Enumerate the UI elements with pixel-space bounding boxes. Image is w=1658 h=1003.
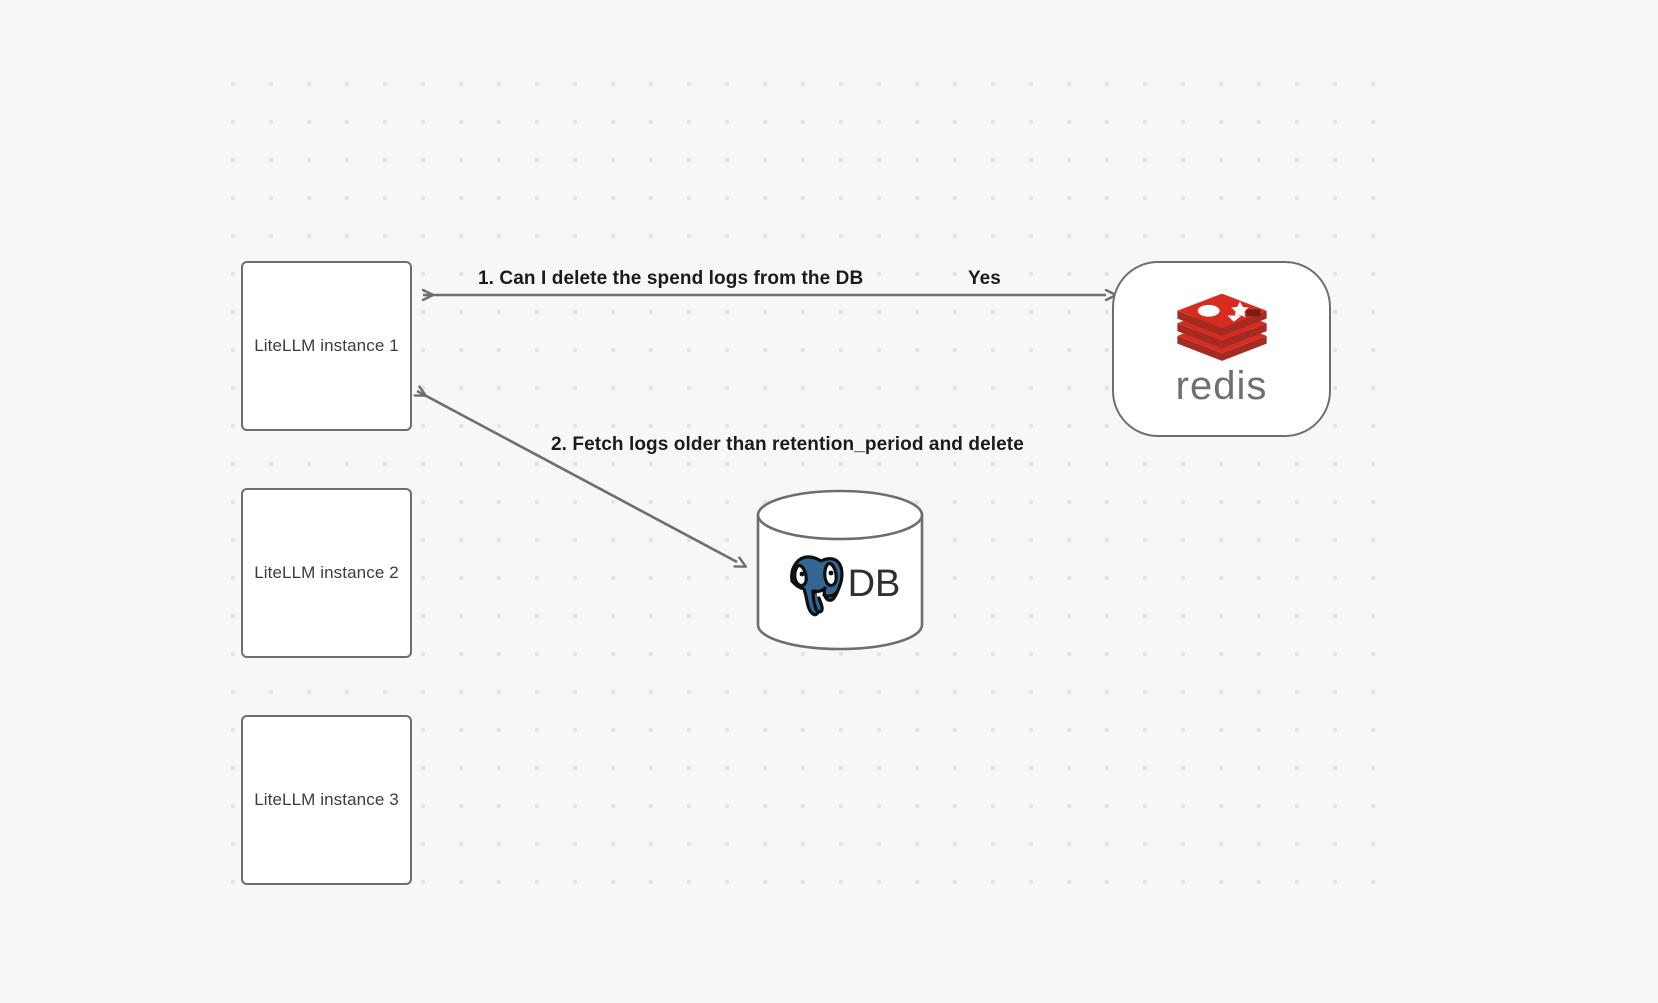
edge-label-yes: Yes	[968, 268, 1001, 291]
redis-logo-icon	[1176, 293, 1267, 361]
node-label: LiteLLM instance 3	[254, 790, 399, 809]
node-litellm-instance-1[interactable]: LiteLLM instance 1	[241, 261, 412, 431]
db-label: DB	[847, 563, 901, 605]
redis-wordmark: redis	[1175, 364, 1268, 408]
edge-instance1-database	[417, 391, 737, 562]
node-label: LiteLLM instance 2	[254, 563, 399, 582]
node-redis[interactable]: redis	[1112, 261, 1331, 437]
node-litellm-instance-2[interactable]: LiteLLM instance 2	[241, 488, 412, 658]
postgresql-elephant-icon	[789, 555, 844, 617]
edge-label-step-2: 2. Fetch logs older than retention_perio…	[551, 434, 1024, 457]
node-database[interactable]: DB	[754, 489, 926, 651]
edge-label-step-1: 1. Can I delete the spend logs from the …	[478, 268, 864, 291]
node-litellm-instance-3[interactable]: LiteLLM instance 3	[241, 715, 412, 885]
node-label: LiteLLM instance 1	[254, 336, 399, 355]
